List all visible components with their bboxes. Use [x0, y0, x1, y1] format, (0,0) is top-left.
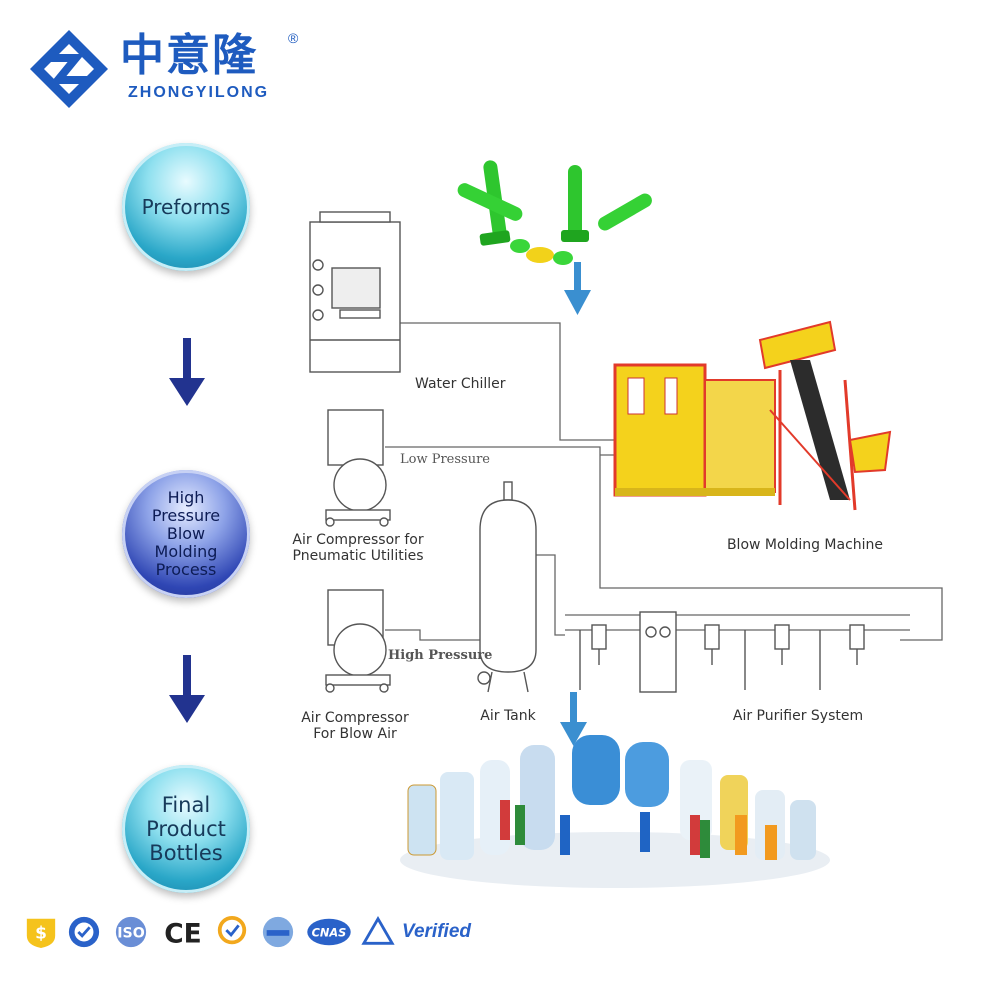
- step-final-bottles: Final Product Bottles: [122, 765, 250, 893]
- air-purifier-label: Air Purifier System: [732, 708, 864, 724]
- down-arrow-icon: [560, 692, 587, 746]
- step-blow-molding: High Pressure Blow Molding Process: [122, 470, 250, 598]
- water-chiller-icon: [309, 211, 401, 373]
- step-label: High Pressure Blow Molding Process: [151, 488, 221, 579]
- down-arrow-icon: [169, 655, 205, 723]
- air-tank-label: Air Tank: [480, 708, 536, 724]
- svg-text:$: $: [35, 924, 47, 944]
- blow-molding-machine-label: Blow Molding Machine: [726, 537, 884, 553]
- water-chiller-label: Water Chiller: [415, 376, 506, 392]
- registered-mark: ®: [288, 30, 299, 46]
- brand-logo-icon: [30, 30, 108, 108]
- svg-text:CNAS: CNAS: [312, 926, 347, 940]
- air-purifier-icon: [579, 611, 865, 693]
- svg-text:ISO: ISO: [117, 926, 145, 942]
- certification-row: $ ISO CE CNAS Verified: [22, 912, 471, 952]
- air-compressor-blow-icon: [325, 589, 391, 693]
- step-label: Preforms: [141, 195, 231, 219]
- low-pressure-label: Low Pressure: [400, 452, 490, 467]
- air-compressor-blow-label: Air Compressor For Blow Air: [301, 710, 409, 742]
- step-preforms: Preforms: [122, 143, 250, 271]
- brand-name-en: ZHONGYILONG: [128, 84, 270, 101]
- down-arrow-icon: [564, 262, 591, 315]
- iso-icon: ISO: [115, 916, 147, 948]
- triangle-cert-icon: [361, 915, 395, 945]
- air-compressor-pneumatic-label: Air Compressor for Pneumatic Utilities: [292, 532, 424, 564]
- ce-icon: CE: [164, 918, 201, 949]
- down-arrow-icon: [169, 338, 205, 406]
- blow-molding-machine-icon: [613, 320, 892, 511]
- verified-label: Verified: [402, 921, 471, 942]
- step-label: Final Product Bottles: [146, 793, 226, 865]
- preforms-icon: [457, 160, 652, 265]
- globe-badge-icon: [262, 916, 294, 948]
- dollar-shield-icon: $: [26, 918, 56, 949]
- brand-name-cn: 中意隆: [120, 30, 258, 81]
- air-compressor-pneumatic-icon: [325, 409, 391, 527]
- air-tank-icon: [477, 481, 537, 693]
- sgs-icon: [217, 915, 247, 945]
- svg-text:CE: CE: [164, 918, 201, 949]
- cnas-icon: CNAS: [307, 918, 351, 946]
- check-seal-icon: [68, 916, 100, 948]
- bottles-icon: [400, 735, 830, 888]
- high-pressure-label: High Pressure: [388, 648, 493, 663]
